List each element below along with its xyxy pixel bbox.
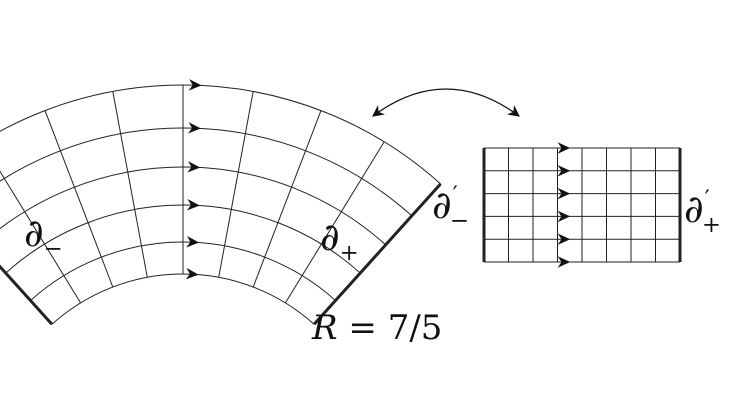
boundary-label-minus: ∂−	[24, 211, 63, 263]
sector-spoke	[112, 91, 148, 278]
correspondence-double-arrow	[372, 88, 520, 117]
rectangle-grid	[482, 147, 682, 263]
flow-arrow-head	[557, 142, 571, 154]
annular-sector-grid	[0, 84, 442, 326]
flow-arrow-head	[557, 210, 571, 223]
flow-arrow-head	[557, 165, 571, 177]
flow-arrow-head	[186, 199, 200, 211]
sector-spoke	[44, 110, 114, 288]
flow-arrow-head	[188, 122, 201, 134]
sector-spoke	[284, 141, 385, 304]
ratio-value: 7/5	[387, 308, 443, 348]
flow-arrow-head	[186, 236, 200, 248]
sector-boundary-edge	[312, 182, 442, 326]
ratio-variable: R	[312, 308, 338, 348]
sector-spoke	[0, 170, 82, 304]
sector-spoke	[218, 91, 254, 278]
sector-arc	[0, 127, 413, 217]
sector-arc	[51, 273, 315, 325]
sector-spoke	[252, 110, 322, 288]
flow-arrow-head	[557, 233, 571, 245]
flow-arrow-head	[185, 267, 199, 280]
sector-boundary-edge	[0, 264, 54, 326]
ratio-equals: =	[337, 308, 388, 348]
ratio-formula: R = 7/5	[312, 308, 442, 348]
flow-arrow-head	[557, 187, 571, 200]
boundary-label-plus-prime: ∂′+	[684, 186, 721, 239]
flow-arrows	[185, 79, 571, 280]
flow-arrow-head	[557, 256, 571, 268]
boundary-label-plus: ∂+	[320, 215, 359, 267]
flow-arrow-head	[188, 79, 202, 91]
boundary-label-minus-prime: ∂′−	[432, 182, 469, 235]
flow-arrow-head	[187, 161, 201, 173]
